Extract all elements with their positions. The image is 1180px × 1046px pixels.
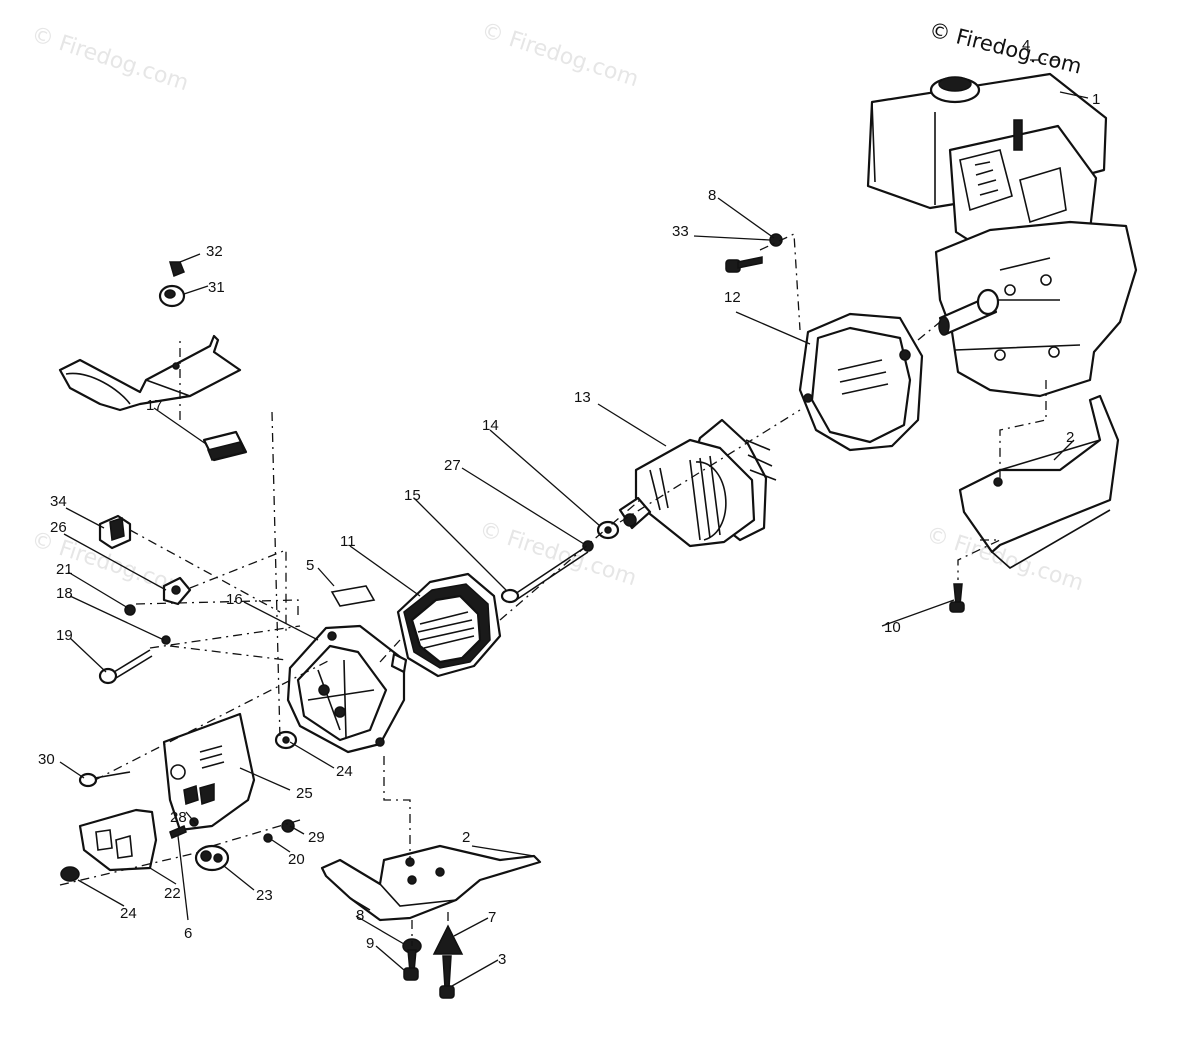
callout-7: 7 bbox=[488, 909, 496, 926]
mount-bracket-right bbox=[958, 394, 1120, 569]
callout-14: 14 bbox=[482, 417, 499, 434]
callout-8-bottom: 8 bbox=[356, 907, 364, 924]
bolt-3 bbox=[439, 955, 455, 999]
mount-bracket-bottom bbox=[320, 844, 542, 922]
callout-34: 34 bbox=[50, 493, 67, 510]
grommet-24 bbox=[274, 730, 298, 750]
stator bbox=[396, 572, 502, 678]
assembly-lines bbox=[59, 59, 1060, 946]
callout-28: 28 bbox=[170, 809, 187, 826]
callout-20: 20 bbox=[288, 851, 305, 868]
callout-32: 32 bbox=[206, 243, 223, 260]
callout-13: 13 bbox=[574, 389, 591, 406]
lockwasher-27 bbox=[582, 540, 594, 552]
callout-31: 31 bbox=[208, 279, 225, 296]
callout-33: 33 bbox=[672, 223, 689, 240]
nut-20 bbox=[263, 833, 273, 843]
callout-30: 30 bbox=[38, 751, 55, 768]
callout-24-housing: 24 bbox=[336, 763, 353, 780]
callout-26: 26 bbox=[50, 519, 67, 536]
callout-24-left: 24 bbox=[120, 905, 137, 922]
washer-14 bbox=[596, 520, 620, 540]
nut-24-left bbox=[60, 866, 80, 882]
callout-23: 23 bbox=[256, 887, 273, 904]
bushing-34 bbox=[98, 514, 132, 550]
callout-22: 22 bbox=[164, 885, 181, 902]
screw-30 bbox=[78, 771, 131, 788]
callout-3: 3 bbox=[498, 951, 506, 968]
callout-numbers: 1 2 2 3 4 5 6 7 8 8 9 10 11 12 13 14 15 … bbox=[38, 37, 1100, 968]
vibration-mount-7 bbox=[432, 924, 464, 955]
callout-12: 12 bbox=[724, 289, 741, 306]
washer-18 bbox=[161, 635, 171, 645]
callout-15: 15 bbox=[404, 487, 421, 504]
callout-29: 29 bbox=[308, 829, 325, 846]
callout-19: 19 bbox=[56, 627, 73, 644]
switch-26 bbox=[162, 576, 192, 606]
nut-31 bbox=[158, 284, 186, 308]
watermark: © Firedog.com bbox=[28, 22, 191, 96]
callout-9: 9 bbox=[366, 935, 374, 952]
callout-2-right: 2 bbox=[1066, 429, 1074, 446]
handle-assembly bbox=[58, 334, 242, 412]
callout-18: 18 bbox=[56, 585, 73, 602]
watermark: © Firedog.com bbox=[478, 18, 641, 92]
bolt-33 bbox=[725, 256, 763, 273]
control-panel bbox=[162, 712, 256, 832]
watermark-top-right: © Firedog.com bbox=[927, 18, 1084, 79]
bolt-10 bbox=[949, 583, 965, 613]
engine-assembly bbox=[866, 72, 1138, 398]
rotor-armature bbox=[618, 418, 777, 548]
bolt-19 bbox=[98, 649, 153, 685]
knob-32 bbox=[169, 261, 185, 278]
label-decal-5 bbox=[330, 585, 376, 607]
washer-29 bbox=[281, 819, 295, 833]
callout-8-top: 8 bbox=[708, 187, 716, 204]
callout-17: 17 bbox=[146, 397, 163, 414]
bolt-9 bbox=[403, 949, 419, 981]
callout-21: 21 bbox=[56, 561, 73, 578]
callout-27: 27 bbox=[444, 457, 461, 474]
callout-4: 4 bbox=[1022, 37, 1030, 54]
callout-2-bottom: 2 bbox=[462, 829, 470, 846]
screw-6 bbox=[169, 824, 187, 840]
receptacle-23 bbox=[194, 844, 230, 872]
end-bell-housing bbox=[286, 624, 408, 754]
clip-17 bbox=[202, 430, 248, 462]
callout-16: 16 bbox=[226, 591, 243, 608]
callout-25: 25 bbox=[296, 785, 313, 802]
callout-6: 6 bbox=[184, 925, 192, 942]
leader-lines bbox=[59, 91, 1089, 987]
callout-10: 10 bbox=[884, 619, 901, 636]
callout-5: 5 bbox=[306, 557, 314, 574]
receptacle-plate-22 bbox=[78, 808, 158, 872]
callout-1: 1 bbox=[1092, 91, 1100, 108]
engine-adapter-housing bbox=[798, 312, 924, 452]
callout-11: 11 bbox=[340, 533, 356, 550]
